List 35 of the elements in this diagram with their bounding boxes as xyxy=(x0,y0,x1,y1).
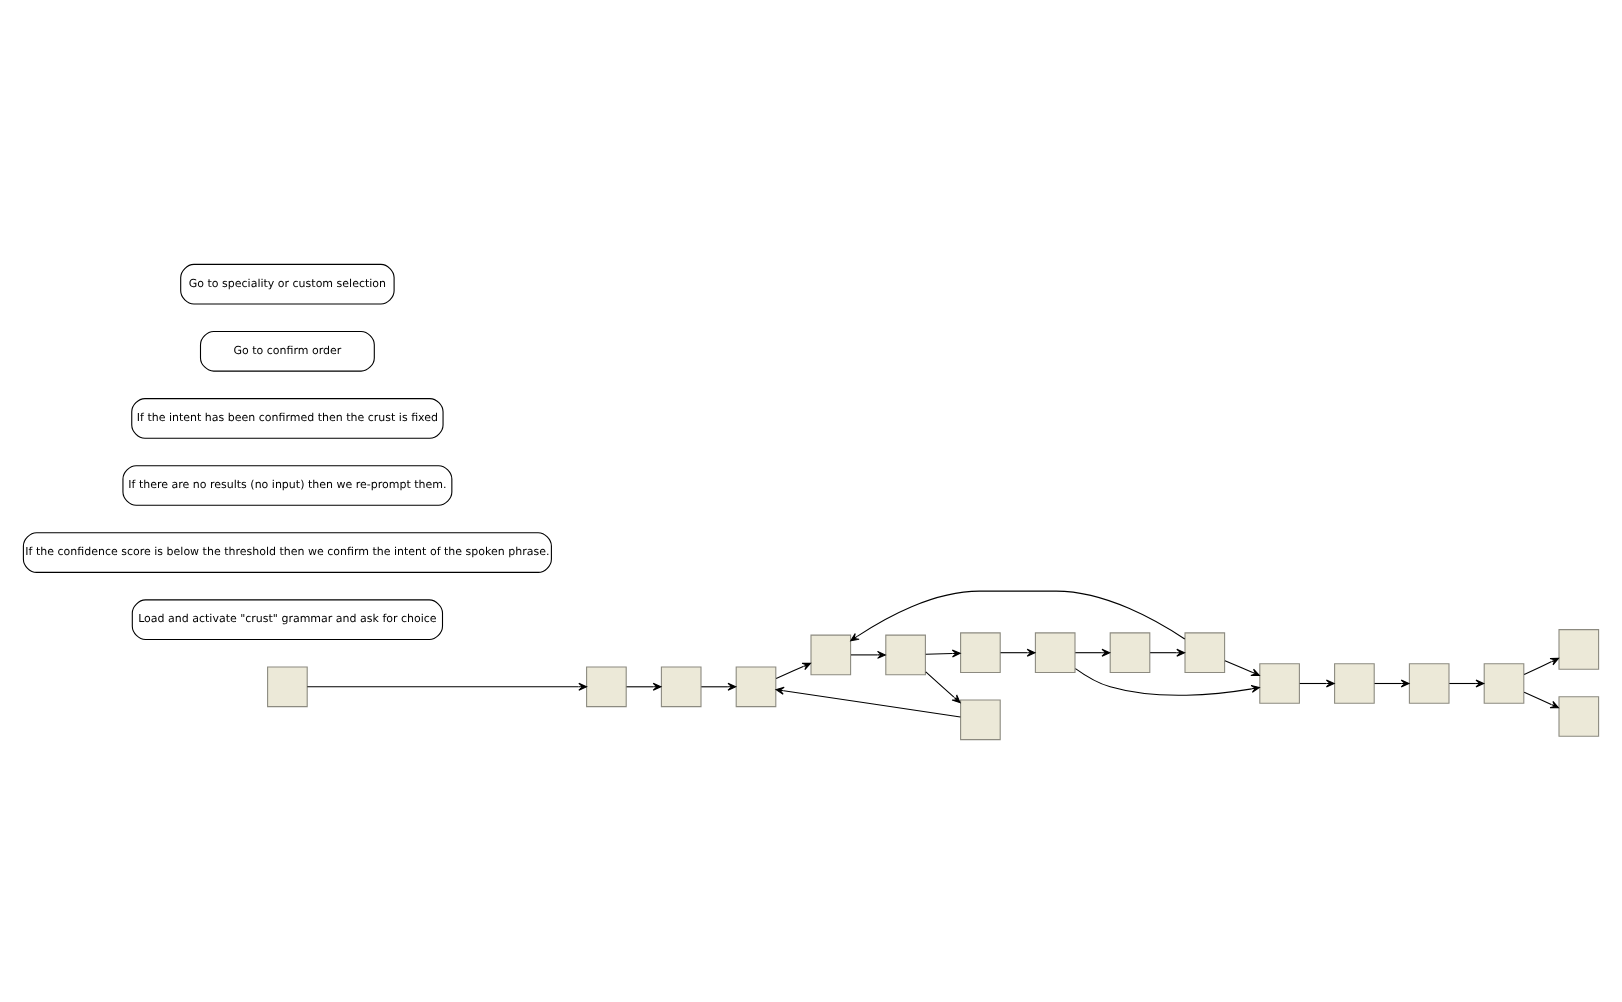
arrow xyxy=(775,685,961,717)
node-box xyxy=(1483,662,1525,703)
node-box xyxy=(1034,631,1076,673)
arrow xyxy=(925,670,961,703)
node-box xyxy=(810,633,852,675)
arrow xyxy=(850,649,886,658)
node-box xyxy=(960,698,1001,740)
node-box xyxy=(885,633,926,675)
node-box xyxy=(1184,631,1226,673)
arrow xyxy=(1374,678,1410,687)
node-box xyxy=(660,665,702,707)
arrow xyxy=(1149,647,1186,656)
node-box xyxy=(1109,631,1151,673)
node-box xyxy=(267,665,308,707)
node-box xyxy=(960,631,1001,673)
arrow xyxy=(700,681,737,690)
arrow xyxy=(1074,647,1111,656)
arrow xyxy=(1299,678,1335,687)
node-box xyxy=(1558,628,1600,669)
arrow xyxy=(306,681,588,690)
arrow xyxy=(925,648,961,657)
arrow xyxy=(1000,647,1036,656)
arrow xyxy=(775,661,812,678)
node-box xyxy=(1334,662,1375,703)
arrow xyxy=(626,681,662,690)
arrow xyxy=(1074,667,1260,695)
node-box xyxy=(1408,662,1450,703)
node-box xyxy=(1558,695,1600,736)
arrow xyxy=(1523,656,1560,675)
arrow xyxy=(850,589,1186,641)
node-box xyxy=(1259,662,1300,703)
arrow xyxy=(1224,659,1260,676)
node-box xyxy=(735,665,777,707)
node-box xyxy=(586,665,627,707)
arrow xyxy=(1448,678,1485,687)
